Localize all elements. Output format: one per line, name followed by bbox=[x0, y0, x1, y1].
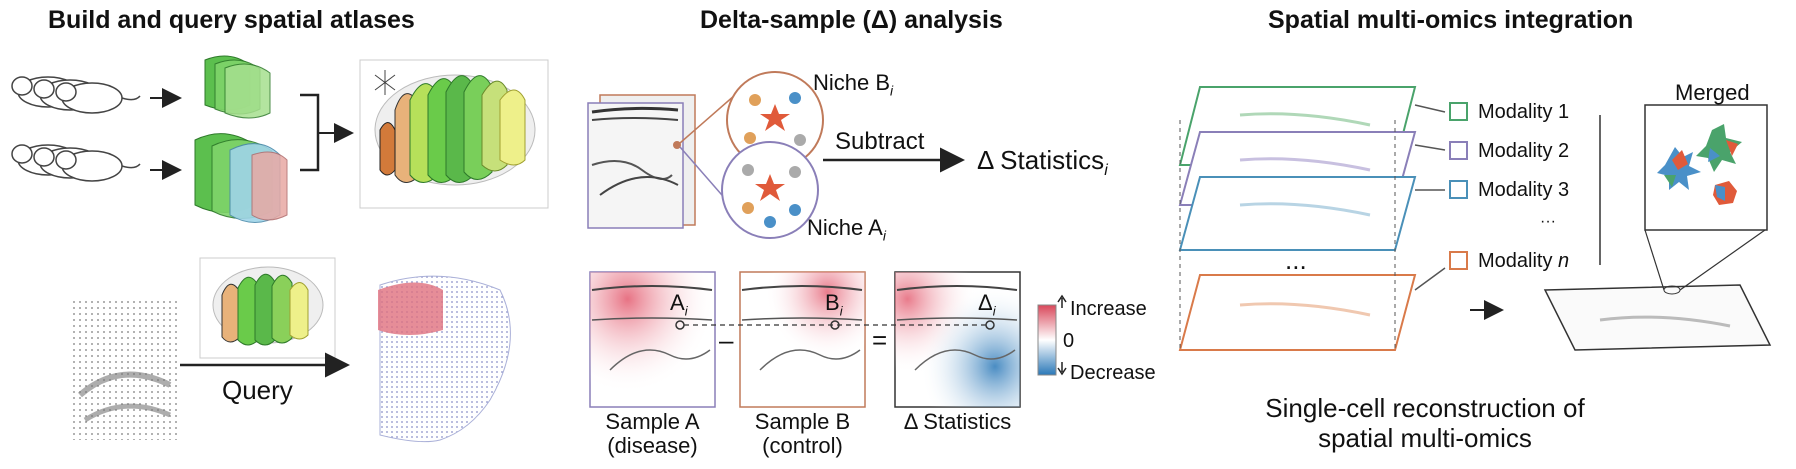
sample-b-line2: (control) bbox=[762, 433, 843, 458]
arrow-up-icon bbox=[1057, 294, 1067, 308]
mouse-icon bbox=[11, 76, 141, 114]
modality-3-text: Modality 3 bbox=[1478, 179, 1570, 201]
caption-line1: Single-cell reconstruction of bbox=[1265, 393, 1585, 423]
modality-layers bbox=[1178, 86, 1417, 351]
delta-statistics-panel bbox=[894, 271, 1021, 408]
modality-1-text: Modality 1 bbox=[1478, 101, 1570, 123]
modality-ellipsis: ··· bbox=[1540, 213, 1556, 230]
niche-a-circle bbox=[721, 141, 819, 239]
arrow-down-icon bbox=[1057, 362, 1067, 376]
legend-zero-label: 0 bbox=[1063, 330, 1075, 352]
panel-title-atlases: Build and query spatial atlases bbox=[48, 6, 415, 34]
merged-cells bbox=[1657, 124, 1742, 205]
modality-swatch bbox=[1449, 102, 1468, 121]
niche-b-subscript: i bbox=[890, 82, 894, 99]
modality-2-text: Modality 2 bbox=[1478, 140, 1570, 162]
minus-sign: – bbox=[719, 325, 734, 355]
modality-swatch bbox=[1449, 180, 1468, 199]
atlas-3d bbox=[374, 74, 536, 186]
query-label: Query bbox=[222, 375, 293, 405]
point-delta-subscript: i bbox=[992, 303, 996, 319]
subtract-label: Subtract bbox=[835, 128, 925, 155]
sample-b-panel bbox=[739, 271, 866, 408]
modality-swatch bbox=[1449, 251, 1468, 270]
mice-group-bottom bbox=[11, 144, 141, 182]
merged-plane bbox=[1543, 229, 1772, 351]
mice-group-top bbox=[11, 76, 141, 114]
point-b-text: B bbox=[825, 290, 840, 315]
delta-statistics-subscript: i bbox=[1104, 162, 1108, 180]
delta-statistics-label: Δ Statisticsi bbox=[977, 145, 1108, 180]
niche-a-label: Niche Ai bbox=[807, 215, 886, 243]
modality-n-text: Modality bbox=[1478, 250, 1559, 272]
sample-a-caption: Sample A (disease) bbox=[580, 410, 725, 458]
niche-b-label: Niche Bi bbox=[813, 70, 893, 98]
modality-2-label: Modality 2 bbox=[1478, 140, 1569, 163]
delta-caption: Δ Statistics bbox=[880, 410, 1035, 434]
modality-3-label: Modality 3 bbox=[1478, 179, 1569, 202]
modality-n-suffix: n bbox=[1558, 250, 1570, 272]
equals-sign: = bbox=[872, 325, 888, 355]
sample-b-line1: Sample B bbox=[754, 409, 851, 434]
panel-title-delta: Delta-sample (Δ) analysis bbox=[700, 6, 1003, 34]
merged-label: Merged bbox=[1675, 80, 1750, 105]
atlas-sections-top bbox=[204, 55, 271, 119]
atlas-sections-bottom bbox=[194, 133, 288, 223]
sample-a-line1: Sample A bbox=[605, 409, 700, 434]
point-a-label: Ai bbox=[670, 290, 688, 318]
axis-glyph-icon bbox=[374, 70, 396, 95]
multiomics-caption: Single-cell reconstruction of spatial mu… bbox=[1225, 393, 1625, 453]
sample-a-line2: (disease) bbox=[607, 433, 698, 458]
point-delta-text: Δ bbox=[978, 290, 993, 315]
modality-1-label: Modality 1 bbox=[1478, 101, 1569, 124]
atlas-3d-small bbox=[212, 266, 324, 346]
color-legend-bar bbox=[1037, 304, 1057, 376]
legend-decrease-label: Decrease bbox=[1070, 362, 1156, 384]
mouse-icon bbox=[11, 144, 141, 182]
delta-caption-line1: Δ Statistics bbox=[903, 409, 1012, 434]
niche-a-text: Niche A bbox=[807, 215, 883, 240]
sample-a-panel bbox=[589, 271, 716, 408]
point-b-subscript: i bbox=[839, 303, 843, 319]
panel-title-multiomics: Spatial multi-omics integration bbox=[1268, 6, 1634, 34]
layer-ellipsis: ... bbox=[1285, 245, 1307, 275]
point-a-text: A bbox=[670, 290, 685, 315]
niche-a-subscript: i bbox=[882, 227, 886, 244]
tissue-stack bbox=[587, 94, 696, 229]
caption-line2: spatial multi-omics bbox=[1318, 423, 1532, 453]
modality-n-label: Modality n bbox=[1478, 250, 1569, 273]
merge-bracket bbox=[300, 93, 320, 172]
modality-swatch bbox=[1449, 141, 1468, 160]
point-b-label: Bi bbox=[825, 290, 843, 318]
point-delta-label: Δi bbox=[978, 290, 996, 318]
point-a-subscript: i bbox=[684, 303, 688, 319]
legend-increase-label: Increase bbox=[1070, 298, 1147, 320]
niche-b-text: Niche B bbox=[813, 70, 891, 95]
sample-b-caption: Sample B (control) bbox=[730, 410, 875, 458]
delta-statistics-text: Δ Statistics bbox=[977, 145, 1105, 175]
query-result-section bbox=[378, 275, 511, 443]
